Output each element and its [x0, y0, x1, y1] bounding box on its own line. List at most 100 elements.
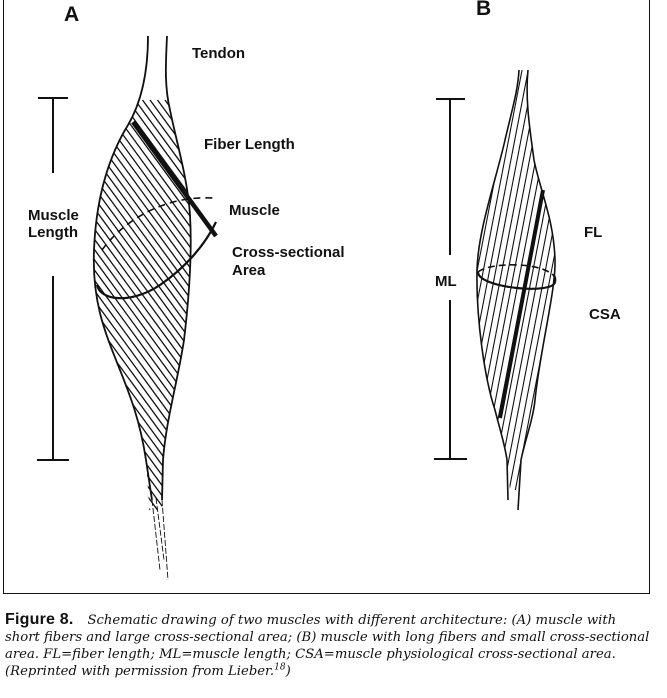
fiber-line — [353, 100, 653, 510]
fiber-line — [93, 99, 191, 511]
fiber-line — [93, 99, 191, 511]
fiber-line — [500, 70, 556, 490]
fiber-line — [270, 100, 570, 510]
label-tendon: Tendon — [192, 45, 246, 62]
fiber-line — [600, 60, 667, 500]
fiber-line — [93, 99, 136, 511]
fiber-line — [0, 100, 68, 510]
fiber-line — [543, 70, 556, 490]
fiber-line — [93, 99, 191, 511]
fiber-line — [525, 70, 556, 490]
fiber-line — [506, 70, 556, 490]
fiber-line — [179, 99, 191, 511]
fiber-line — [93, 99, 191, 511]
fiber-line — [519, 70, 556, 490]
muscle-length-bar-b — [434, 98, 467, 460]
fiber-line — [323, 100, 623, 510]
fiber-line — [594, 60, 667, 500]
fiber-line — [203, 100, 503, 510]
fiber-line — [476, 70, 506, 490]
label-csa: CSA — [589, 306, 621, 323]
fiber-line — [93, 99, 191, 511]
fiber-line — [93, 99, 144, 511]
csa-b-front — [476, 271, 557, 290]
fiber-line — [210, 100, 510, 510]
label-csa-line2: Cross-sectional — [232, 244, 345, 261]
fiber-line — [93, 99, 166, 511]
fiber-line — [225, 100, 525, 510]
panel-b-letter: B — [476, 0, 492, 20]
fiber-line — [104, 99, 191, 511]
label-muscle-length-line1: Muscle — [28, 207, 79, 224]
fiber-line — [111, 99, 191, 511]
fiber-line — [93, 99, 121, 511]
fiber-line — [476, 70, 556, 490]
label-muscle-length-line2: Length — [28, 224, 78, 241]
label-fl: FL — [584, 224, 603, 241]
fiber-line — [93, 99, 191, 511]
fiber-line — [96, 99, 191, 511]
fiber-line — [550, 70, 556, 490]
fiber-line — [476, 70, 525, 490]
fiber-line — [93, 99, 191, 511]
figure-frame — [3, 0, 650, 594]
fiber-line — [126, 99, 191, 511]
fiber-line — [293, 100, 593, 510]
fiber-line — [476, 70, 531, 490]
fiber-line — [93, 99, 191, 511]
fiber-line — [512, 70, 556, 490]
fiber-line — [233, 100, 533, 510]
fiber-line — [93, 99, 129, 511]
fiber-line — [488, 70, 556, 490]
caption-closing: ) — [285, 664, 291, 679]
fiber-line — [494, 70, 556, 490]
fiber-line — [0, 100, 90, 510]
csa-a-back — [101, 197, 214, 251]
fiber-line — [315, 100, 615, 510]
csa-b-back — [477, 264, 554, 276]
label-csa-line1: Muscle — [229, 202, 280, 219]
label-csa-line3: Area — [232, 262, 266, 279]
fiber-line — [563, 60, 648, 500]
fiber-line — [575, 60, 660, 500]
panel-a-letter: A — [64, 3, 80, 26]
fiber-line — [93, 99, 191, 511]
fiber-line — [0, 100, 83, 510]
fiber-line — [93, 99, 191, 511]
fiber-line — [93, 99, 191, 511]
fiber-line — [531, 70, 556, 490]
caption-text: Schematic drawing of two muscles with di… — [5, 613, 650, 679]
fiber-line — [93, 99, 191, 511]
fiber-line — [93, 99, 191, 511]
fiber-line — [93, 99, 191, 511]
fiber-line — [93, 99, 114, 511]
fiber-line — [308, 100, 608, 510]
fiber-line — [588, 60, 667, 500]
fiber-line — [93, 99, 159, 511]
fiber-line — [0, 100, 75, 510]
fiber-line — [557, 60, 642, 500]
caption-title: Figure 8. — [5, 611, 74, 628]
fiber-line — [93, 99, 191, 511]
fiber-line — [330, 100, 630, 510]
fiber-line — [93, 99, 191, 511]
fiber-line — [93, 99, 174, 511]
figure-drawing — [0, 35, 667, 581]
caption-reference: 18 — [274, 662, 286, 673]
fiber-line — [0, 100, 60, 510]
fiber-line — [285, 100, 585, 510]
fiber-line — [93, 99, 191, 511]
fiber-length-line-b — [498, 189, 545, 419]
fiber-line — [218, 100, 518, 510]
label-ml: ML — [435, 273, 457, 290]
fiber-line — [255, 100, 555, 510]
fiber-line — [93, 99, 191, 511]
fiber-line — [119, 99, 191, 511]
fiber-line — [186, 99, 191, 511]
tendon-a-bottom — [151, 497, 169, 581]
fiber-line — [338, 100, 638, 510]
figure-caption: Figure 8.Schematic drawing of two muscle… — [5, 611, 655, 680]
fiber-line — [164, 99, 191, 511]
fiber-line — [93, 99, 191, 511]
fiber-line — [93, 99, 191, 511]
